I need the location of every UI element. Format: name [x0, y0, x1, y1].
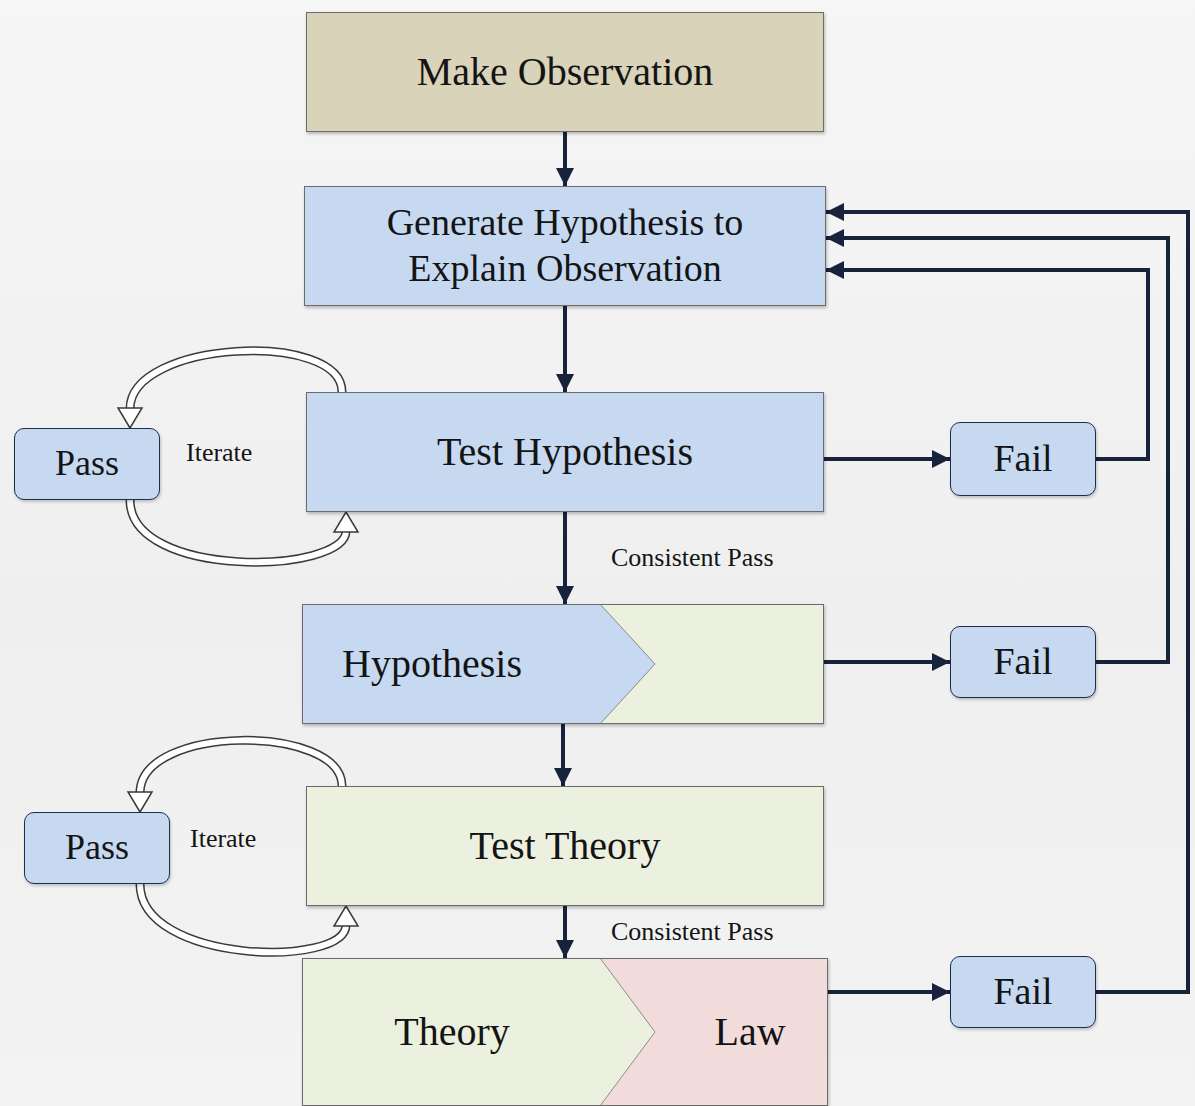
- node-text: Fail: [993, 639, 1052, 685]
- hollow-arrow-head: [128, 792, 152, 812]
- outcome-box: Fail: [950, 626, 1096, 698]
- connector-line: [828, 990, 950, 994]
- connector: [824, 662, 950, 663]
- node-text: Pass: [55, 442, 119, 485]
- connector-line: [826, 212, 1188, 992]
- connector: [826, 238, 1168, 662]
- connector: [565, 306, 566, 392]
- outcome-box: Fail: [950, 956, 1096, 1028]
- connector-line: [561, 724, 565, 786]
- hollow-arrow-head: [334, 906, 358, 926]
- connector: [826, 212, 1188, 992]
- chevron-left-part: [302, 958, 655, 1106]
- stage-chevron-box: Hypothesis: [302, 604, 824, 724]
- node-text: Generate Hypothesis to Explain Observati…: [325, 200, 805, 291]
- edge-label: Consistent Pass: [611, 543, 774, 573]
- chevron-outline: [303, 605, 824, 724]
- connector: [563, 724, 564, 786]
- connector-line: [563, 906, 567, 958]
- node-text: Fail: [993, 969, 1052, 1015]
- connector: [565, 132, 566, 186]
- node-text: Fail: [993, 436, 1052, 482]
- connector: [565, 512, 566, 604]
- edge-label: Consistent Pass: [611, 917, 774, 947]
- hollow-arrow-head: [334, 512, 358, 532]
- connector-line: [563, 132, 567, 186]
- node-text: Theory: [394, 1008, 510, 1056]
- connector: [824, 459, 950, 460]
- loop-label: Iterate: [190, 824, 256, 854]
- connector-line: [826, 238, 1168, 662]
- outcome-box: Pass: [14, 428, 160, 500]
- process-box: Test Theory: [306, 786, 824, 906]
- node-text: Hypothesis: [342, 640, 522, 688]
- hollow-arrow-head: [118, 408, 142, 428]
- process-box: Test Hypothesis: [306, 392, 824, 512]
- process-box: Make Observation: [306, 12, 824, 132]
- outcome-box: Fail: [950, 422, 1096, 496]
- connector: [828, 992, 950, 993]
- node-text: Law: [714, 1008, 785, 1056]
- node-text: Test Theory: [470, 822, 661, 870]
- chevron-left-part: [302, 604, 655, 724]
- connector-line: [824, 660, 950, 664]
- connector: [565, 906, 566, 958]
- stage-chevron-box: Theory Law: [302, 958, 828, 1106]
- node-text: Make Observation: [417, 48, 714, 96]
- connector-line: [563, 512, 567, 604]
- node-text: Pass: [65, 826, 129, 869]
- node-text: Test Hypothesis: [437, 428, 693, 476]
- connector-line: [824, 457, 950, 461]
- loop-label: Iterate: [186, 438, 252, 468]
- chevron-outline: [303, 959, 828, 1106]
- outcome-box: Pass: [24, 812, 170, 884]
- connector-line: [563, 306, 567, 392]
- process-box: Generate Hypothesis to Explain Observati…: [304, 186, 826, 306]
